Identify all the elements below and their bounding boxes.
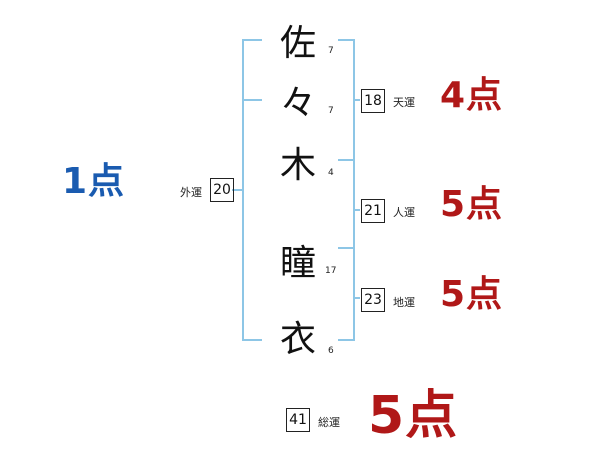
gaiun-value-box: 20 xyxy=(210,178,234,202)
gaiun-label: 外運 xyxy=(180,186,202,199)
jinun-score: 5点 xyxy=(440,184,504,225)
name-char-2: 々 xyxy=(279,83,316,124)
name-char-5: 衣 xyxy=(279,319,316,360)
chiun-value-box: 23 xyxy=(361,288,385,312)
tenun-label: 天運 xyxy=(393,96,415,109)
outer-bracket xyxy=(232,39,262,341)
name-char-3: 木 xyxy=(279,145,316,186)
stroke-count-3: 4 xyxy=(328,168,334,178)
chiun-label: 地運 xyxy=(393,296,415,309)
souun-label: 総運 xyxy=(318,416,340,429)
chiun-score: 5点 xyxy=(440,274,504,315)
souun-value-box: 41 xyxy=(286,408,310,432)
souun-score: 5点 xyxy=(368,386,459,446)
tenun-score: 4点 xyxy=(440,75,504,116)
stroke-count-1: 7 xyxy=(328,46,334,56)
stroke-count-5: 6 xyxy=(328,346,334,356)
name-char-4: 瞳 xyxy=(279,243,316,284)
jinun-bracket xyxy=(338,159,360,249)
stroke-count-2: 7 xyxy=(328,106,334,116)
tenun-bracket xyxy=(338,39,360,161)
chiun-bracket xyxy=(338,247,360,341)
jinun-label: 人運 xyxy=(393,206,415,219)
stroke-count-4: 17 xyxy=(325,266,337,276)
gaiun-score: 1点 xyxy=(62,161,126,202)
name-char-1: 佐 xyxy=(279,23,316,64)
tenun-value-box: 18 xyxy=(361,89,385,113)
jinun-value-box: 21 xyxy=(361,199,385,223)
